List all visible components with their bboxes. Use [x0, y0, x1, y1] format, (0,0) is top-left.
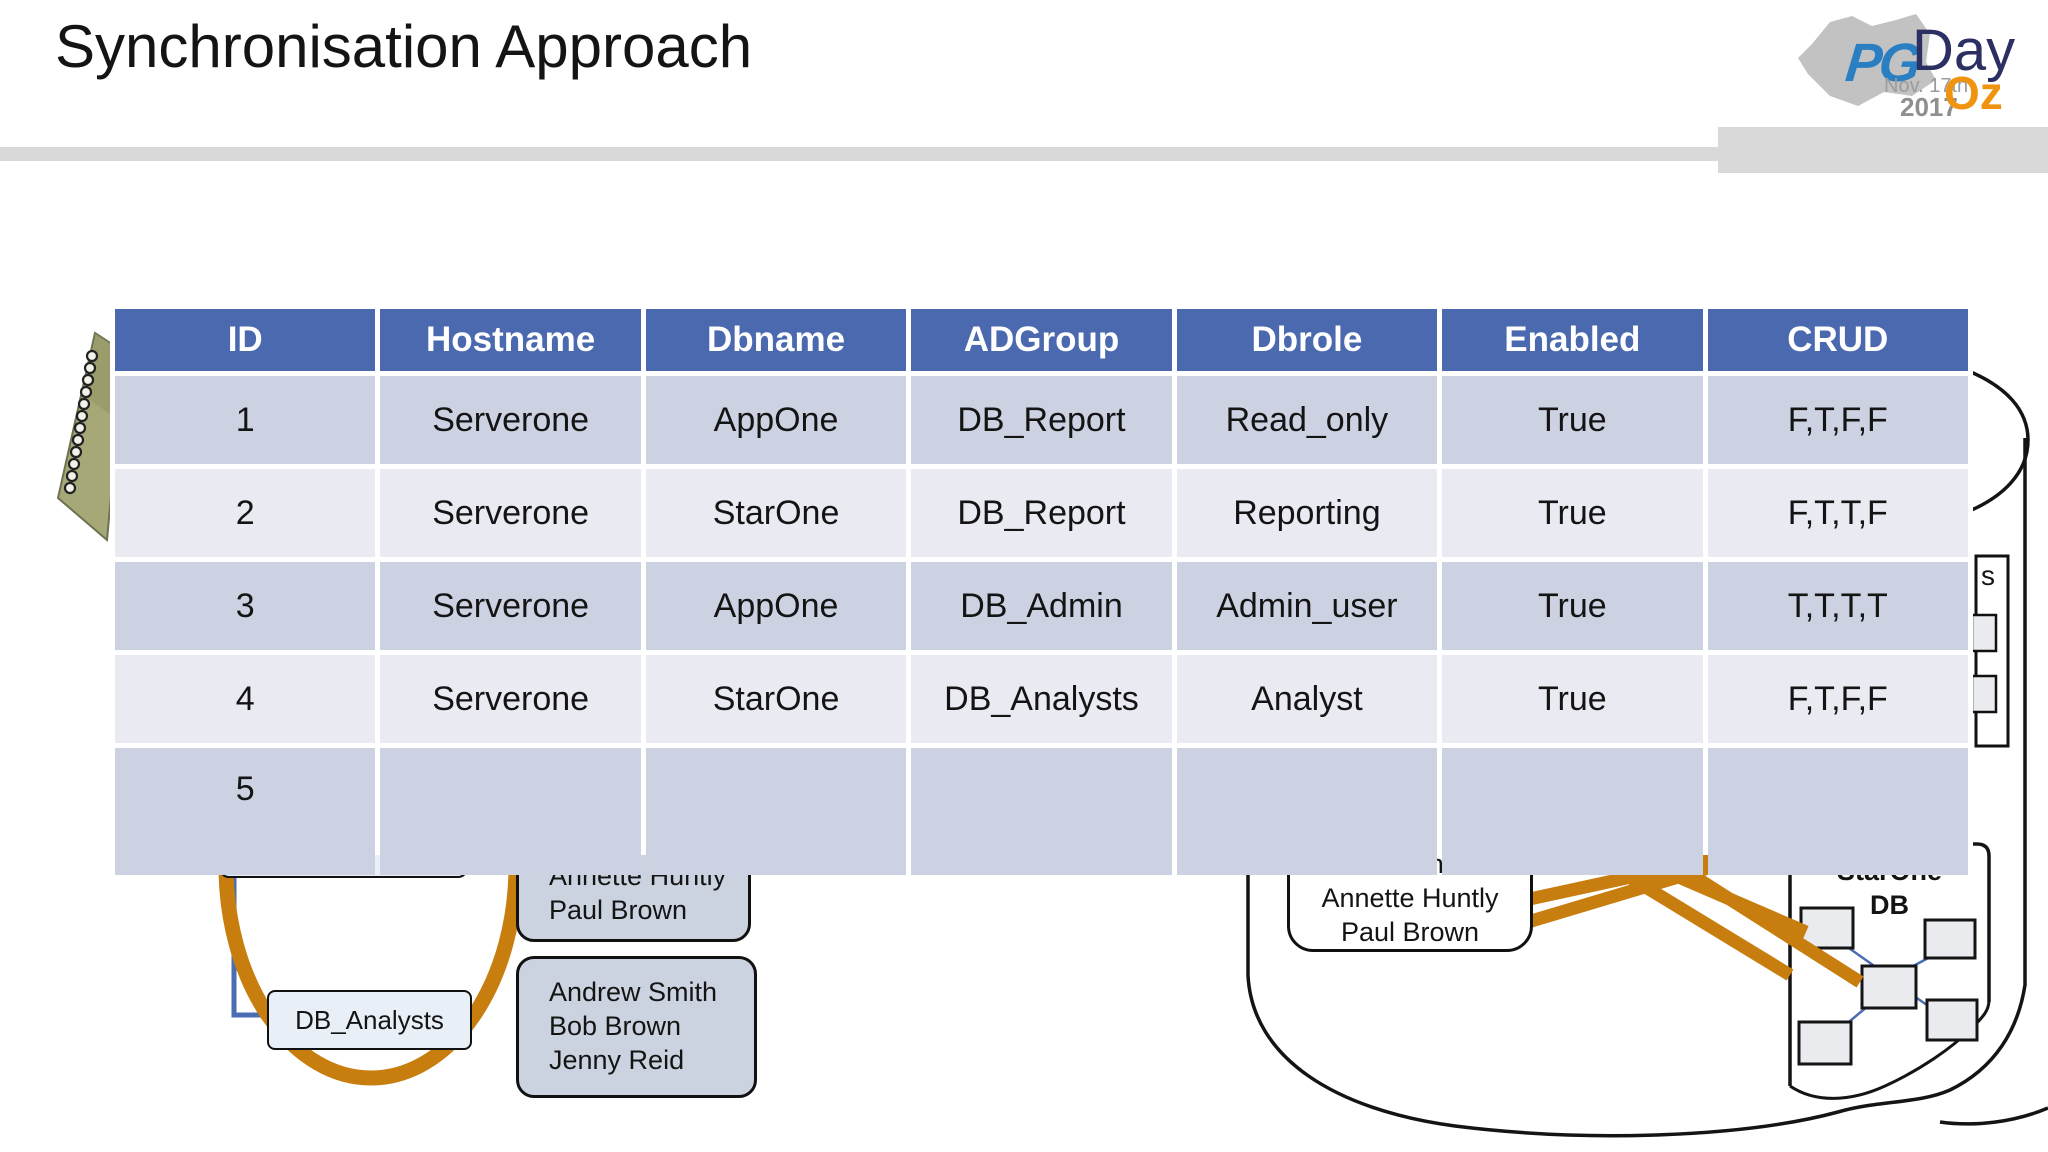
- table-cell: AppOne: [645, 562, 907, 650]
- table-cell: True: [1442, 562, 1703, 650]
- member-name: Annette Huntly: [1321, 883, 1499, 913]
- column-header: Dbname: [645, 309, 907, 371]
- table-cell: DB_Analysts: [911, 655, 1172, 743]
- table-cell: True: [1442, 655, 1703, 743]
- table-cell: StarOne: [645, 655, 907, 743]
- member-name: Paul Brown: [1340, 917, 1480, 947]
- page-title: Synchronisation Approach: [55, 13, 753, 80]
- column-header: ID: [115, 309, 376, 371]
- group-box-label: DB_Analysts: [295, 1004, 444, 1035]
- table-cell: True: [1442, 469, 1703, 557]
- column-header: Dbrole: [1176, 309, 1438, 371]
- table-cell: [380, 748, 641, 875]
- table-cell: Serverone: [380, 655, 641, 743]
- divider-block: [1718, 127, 2048, 173]
- table-cell: DB_Report: [911, 376, 1172, 464]
- table-cell: [1442, 748, 1703, 875]
- table-cell: Read_only: [1176, 376, 1438, 464]
- schema-tables: [1797, 906, 1979, 1066]
- table-cell: 3: [115, 562, 376, 650]
- table-row: 5: [115, 748, 1968, 875]
- divider-bar: [0, 147, 1718, 161]
- column-header: CRUD: [1707, 309, 1968, 371]
- logo-day: Day: [1912, 18, 2016, 83]
- members-box-analysts: Andrew Smith Bob Brown Jenny Reid: [516, 956, 757, 1098]
- table-cell: [911, 748, 1172, 875]
- table-cell: 1: [115, 376, 376, 464]
- member-name: Jenny Reid: [549, 1045, 685, 1075]
- table-cell: Serverone: [380, 376, 641, 464]
- member-name: Paul Brown: [549, 895, 688, 925]
- hidden-label-fragment: s: [1981, 560, 1995, 591]
- table-cell: F,T,T,F: [1707, 469, 1968, 557]
- table-cell: Serverone: [380, 469, 641, 557]
- table-cell: 5: [115, 748, 376, 875]
- table-cell: F,T,F,F: [1707, 376, 1968, 464]
- table-cell: Analyst: [1176, 655, 1438, 743]
- table-cell: Admin_user: [1176, 562, 1438, 650]
- logo-date-line1: Nov. 17th: [1884, 75, 1969, 97]
- table-cell: [645, 748, 907, 875]
- logo-date-line2: 2017: [1900, 92, 1958, 122]
- column-header: Enabled: [1442, 309, 1703, 371]
- table-cell: Reporting: [1176, 469, 1438, 557]
- table-cell: [1707, 748, 1968, 875]
- table-cell: T,T,T,T: [1707, 562, 1968, 650]
- logo-oz: Oz: [1944, 67, 2003, 119]
- table-cell: Serverone: [380, 562, 641, 650]
- column-header: ADGroup: [911, 309, 1172, 371]
- table-cell: [1176, 748, 1438, 875]
- member-name: Bob Brown: [549, 1011, 682, 1041]
- column-header: Hostname: [380, 309, 641, 371]
- table-cell: StarOne: [645, 469, 907, 557]
- table-cell: DB_Report: [911, 469, 1172, 557]
- table-cell: 2: [115, 469, 376, 557]
- hidden-right-box: [1970, 554, 2010, 748]
- table-cell: AppOne: [645, 376, 907, 464]
- table-cell: DB_Admin: [911, 562, 1172, 650]
- table-cell: 4: [115, 655, 376, 743]
- table-cell: True: [1442, 376, 1703, 464]
- table-cell: F,T,F,F: [1707, 655, 1968, 743]
- member-name: Andrew Smith: [549, 977, 718, 1007]
- database-container-outline: [1246, 368, 2048, 1138]
- group-box-db-analysts: DB_Analysts: [267, 990, 472, 1050]
- logo-map-shape: [1798, 14, 1936, 106]
